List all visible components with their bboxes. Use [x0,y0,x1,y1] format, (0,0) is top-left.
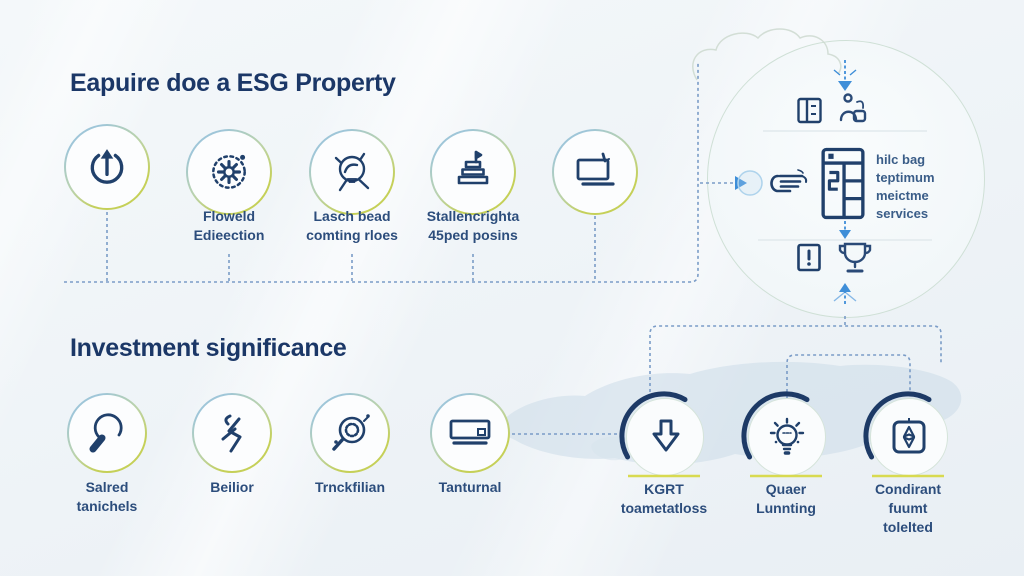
significance-label-2: Trnckfilian [314,479,386,495]
building-icon [820,146,866,222]
process-label-3: Stallencrighta 45ped posins [426,208,520,243]
person-motion-icon [210,411,254,455]
hand-icon [766,165,816,203]
significance-item-4 [626,398,704,476]
significance-label-6: Condirant fuumt tolelted [874,481,942,535]
process-step-launch [64,124,150,210]
significance-label-1: Beilior [210,479,254,495]
process-step-laptop [552,129,638,215]
launch-power-icon [86,146,128,188]
significance-label-0: Salred tanichels [76,479,138,514]
significance-item-2 [310,393,390,473]
process-step-gear [186,129,272,215]
idea-analysis-icon [328,148,376,196]
significance-item-6 [870,398,948,476]
stacked-levels-icon [449,148,497,196]
window-checklist-icon [797,97,823,125]
alert-box-icon [797,243,823,273]
process-step-analysis [309,129,395,215]
significance-label-5: Quaer Lunnting [756,481,816,516]
significance-item-1 [192,393,272,473]
section-bottom-title: Investment significance [70,334,347,362]
search-gear-icon [328,411,372,455]
idea-bulb-icon [764,414,810,460]
significance-item-0 [67,393,147,473]
significance-label-3: Tanturnal [438,479,502,495]
person-figure-icon [833,92,869,126]
framed-compass-icon [886,414,932,460]
process-step-levels [430,129,516,215]
hub-description: hilc bag teptimum meictme services [876,152,935,221]
trophy-icon [836,240,874,276]
significance-item-5 [748,398,826,476]
section-top-title: Eapuire doe a ESG Property [70,69,396,97]
magnifier-mushroom-icon [85,411,129,455]
laptop-icon [571,151,619,193]
significance-item-3 [430,393,510,473]
down-arrow-icon [643,415,687,459]
gear-rotation-icon [206,149,252,195]
monitor-icon [446,414,494,452]
significance-label-4: KGRT toametatloss [620,481,708,516]
